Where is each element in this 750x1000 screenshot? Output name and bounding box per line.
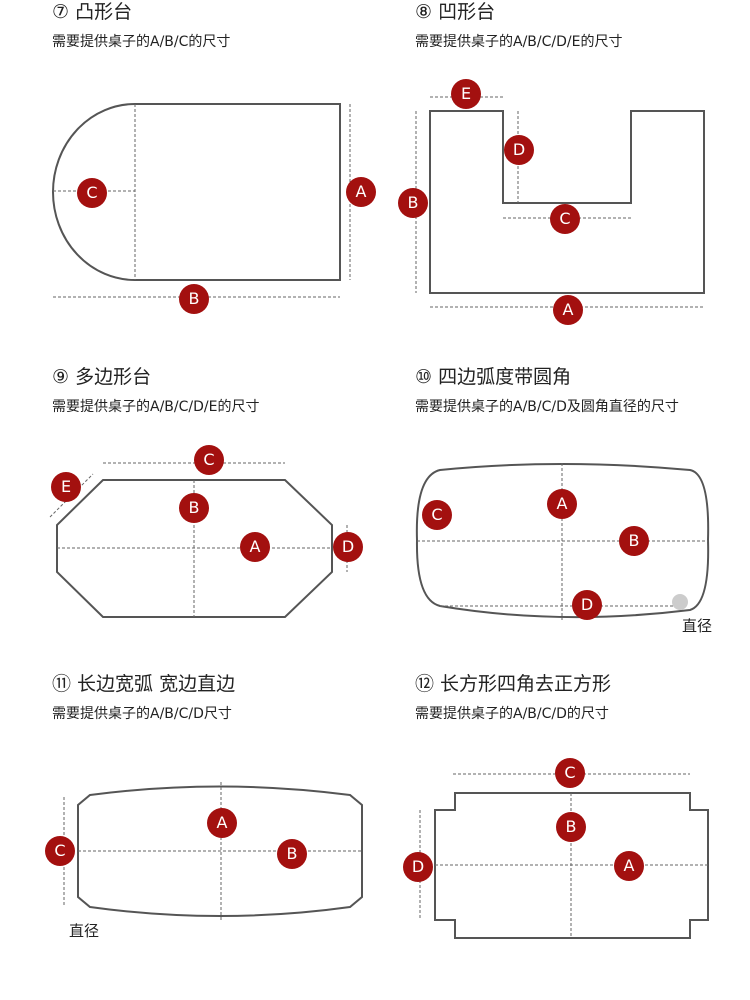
panel-desc: 需要提供桌子的A/B/C/D/E的尺寸 [52,399,260,415]
shape-polygon [56,479,333,618]
panel-title: ⑫ 长方形四角去正方形 [415,673,612,695]
dimension-marker: D [504,135,534,165]
panel-title: ⑩ 四边弧度带圆角 [415,366,572,388]
diameter-label: 直径 [69,922,100,940]
dimension-marker: A [614,851,644,881]
dimension-marker: A [240,532,270,562]
shape-notched-rect [434,792,709,939]
shape-long-arc [77,785,363,917]
dimension-marker: C [194,445,224,475]
panel-desc: 需要提供桌子的A/B/C/D尺寸 [52,706,232,722]
dimension-marker: B [179,284,209,314]
diameter-label: 直径 [682,617,713,635]
dimension-marker: D [403,852,433,882]
dimension-marker: B [398,188,428,218]
dimension-marker: C [555,758,585,788]
corner-diameter-icon [672,594,688,610]
dimension-marker: E [451,79,481,109]
dimension-marker: A [346,177,376,207]
panel-title: ⑧ 凹形台 [415,1,496,23]
panel-title: ⑦ 凸形台 [52,1,133,23]
dimension-marker: C [550,204,580,234]
panel-desc: 需要提供桌子的A/B/C/D的尺寸 [415,706,609,722]
panel-desc: 需要提供桌子的A/B/C/D及圆角直径的尺寸 [415,399,679,415]
dimension-marker: B [619,526,649,556]
panel-title: ⑪ 长边宽弧 宽边直边 [52,673,236,695]
dimension-marker: B [179,493,209,523]
dimension-marker: D [572,590,602,620]
panel-title: ⑨ 多边形台 [52,366,152,388]
dimension-marker: A [553,295,583,325]
shape-concave [429,110,705,294]
dimension-marker: D [333,532,363,562]
dimension-marker: B [277,839,307,869]
dimension-marker: B [556,812,586,842]
dimension-marker: E [51,472,81,502]
shape-convex [52,103,341,281]
dimension-marker: C [422,500,452,530]
panel-desc: 需要提供桌子的A/B/C的尺寸 [52,34,231,50]
dimension-marker: C [77,178,107,208]
shape-rounded-arc [415,463,710,619]
dimension-marker: A [207,808,237,838]
panel-desc: 需要提供桌子的A/B/C/D/E的尺寸 [415,34,623,50]
dimension-marker: A [547,489,577,519]
dimension-marker: C [45,836,75,866]
